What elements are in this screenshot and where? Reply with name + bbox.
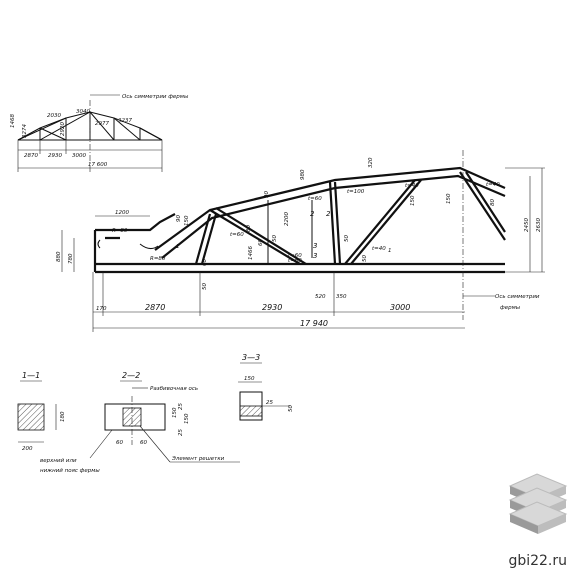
scheme-height-5: 2920 bbox=[60, 122, 66, 136]
section-2-2-dim-6: 60 bbox=[140, 440, 147, 446]
misc-dim-10: 60 bbox=[202, 259, 208, 266]
scheme-total: 17 600 bbox=[88, 162, 108, 168]
dim-top-2: 320 bbox=[368, 157, 374, 168]
section-3-3-dim-2: 25 bbox=[266, 400, 273, 406]
section-2-2-note-3: Элемент решетки bbox=[171, 456, 225, 462]
dim-height-left-inner: 780 bbox=[68, 253, 74, 264]
t-mark-5: t=60 bbox=[288, 258, 302, 264]
dim-mid-1: 520 bbox=[315, 294, 326, 300]
dim-bottom-3: 2930 bbox=[262, 303, 282, 312]
section-2-2-title: 2—2 bbox=[122, 371, 140, 380]
sec-mark-3b: 3 bbox=[313, 252, 317, 260]
section-2-2-dim-2: 25 bbox=[178, 403, 184, 410]
misc-dim-4: 50 bbox=[272, 235, 278, 242]
scheme-height-3: 2030 bbox=[47, 113, 61, 119]
truss-main: Ось симметрии фермы 170 2870 2930 3000 1… bbox=[56, 150, 545, 332]
misc-dim-1: 90 bbox=[176, 215, 182, 222]
dim-left-width: 1200 bbox=[115, 210, 129, 216]
t-mark-2: t=100 bbox=[347, 189, 365, 195]
misc-dim-6: 80 bbox=[246, 225, 252, 232]
dim-height-left: 880 bbox=[56, 251, 62, 262]
misc-dim-3: 90 bbox=[264, 191, 270, 198]
section-3-3: 3—3 150 25 50 bbox=[238, 353, 294, 421]
section-1-1: 1—1 200 180 bbox=[17, 371, 66, 452]
t-mark-3: t=60 bbox=[308, 196, 322, 202]
scheme-axis-label: Ось симметрии фермы bbox=[122, 94, 189, 100]
sec-mark-1b: 1 bbox=[388, 248, 392, 254]
section-2-2-dim-4: 25 bbox=[178, 429, 184, 436]
section-3-3-dim-3: 50 bbox=[288, 405, 294, 412]
dim-mid-2: 350 bbox=[336, 294, 347, 300]
section-1-1-height: 180 bbox=[60, 411, 66, 422]
site-logo-icon bbox=[508, 473, 568, 534]
t-mark-4: t=40 bbox=[405, 183, 419, 189]
t-mark-8: t=40 bbox=[486, 182, 500, 188]
section-2-2-dim-5: 60 bbox=[116, 440, 123, 446]
misc-dim-15: 80 bbox=[490, 199, 496, 206]
dim-bottom-4: 3000 bbox=[390, 303, 410, 312]
dim-top-1: 980 bbox=[300, 169, 306, 180]
t-mark-6: t=60 bbox=[288, 253, 302, 259]
truss-axis-label-2: фермы bbox=[500, 305, 521, 311]
dim-height-right-1: 2450 bbox=[524, 218, 530, 232]
section-2-2-note-2: нижний пояс фермы bbox=[40, 468, 100, 474]
dim-bottom-2: 2870 bbox=[145, 303, 165, 312]
section-3-3-dim-1: 150 bbox=[244, 376, 255, 382]
section-1-1-width: 200 bbox=[22, 446, 33, 452]
misc-dim-12: 50 bbox=[362, 255, 368, 262]
dim-bottom-1: 170 bbox=[96, 306, 107, 312]
truss-axis-label-1: Ось симметрии bbox=[495, 294, 540, 300]
dim-height-right-2: 2630 bbox=[536, 218, 542, 232]
scheme-height-6: 2977 bbox=[95, 121, 109, 127]
misc-dim-13: 150 bbox=[410, 195, 416, 206]
misc-dim-2: 150 bbox=[184, 215, 190, 226]
radius-top: R=80 bbox=[112, 228, 128, 234]
section-2-2-dim-3: 150 bbox=[184, 413, 190, 424]
misc-dim-11: 50 bbox=[202, 283, 208, 290]
scheme-height-7: 3237 bbox=[118, 118, 132, 124]
t-mark-1: t=60 bbox=[230, 232, 244, 238]
section-2-2: 2—2 Разбивочная ось 150 25 150 25 60 60 … bbox=[40, 371, 240, 474]
sec-mark-1a: 1 bbox=[176, 244, 180, 250]
misc-dim-8: 1466 bbox=[248, 246, 254, 260]
sec-mark-3a: 3 bbox=[313, 242, 317, 250]
section-1-1-title: 1—1 bbox=[22, 371, 40, 380]
scheme-span-3: 3000 bbox=[72, 153, 86, 159]
section-3-3-title: 3—3 bbox=[242, 353, 260, 362]
misc-dim-14: 150 bbox=[446, 193, 452, 204]
truss-scheme: Ось симметрии фермы 1468 3274 2030 3040 … bbox=[10, 94, 189, 172]
sec-mark-2a: 2 bbox=[310, 210, 315, 218]
misc-dim-7: 2200 bbox=[284, 212, 290, 226]
section-2-2-dim-1: 150 bbox=[172, 407, 178, 418]
misc-dim-5: 60 bbox=[258, 239, 264, 246]
scheme-span-2: 2930 bbox=[48, 153, 62, 159]
sec-mark-2b: 2 bbox=[326, 210, 331, 218]
scheme-height-4: 3040 bbox=[76, 109, 90, 115]
section-2-2-note-1: верхний или bbox=[40, 458, 77, 464]
misc-dim-9: 50 bbox=[344, 235, 350, 242]
dim-total: 17 940 bbox=[300, 319, 328, 328]
radius-bottom: R=80 bbox=[150, 256, 166, 262]
site-name: gbi22.ru bbox=[508, 553, 567, 569]
scheme-height-2: 3274 bbox=[22, 124, 28, 138]
section-2-2-axis: Разбивочная ось bbox=[150, 386, 198, 392]
scheme-height-1: 1468 bbox=[10, 114, 16, 128]
t-mark-7: t=40 bbox=[372, 246, 386, 252]
scheme-span-1: 2870 bbox=[24, 153, 38, 159]
